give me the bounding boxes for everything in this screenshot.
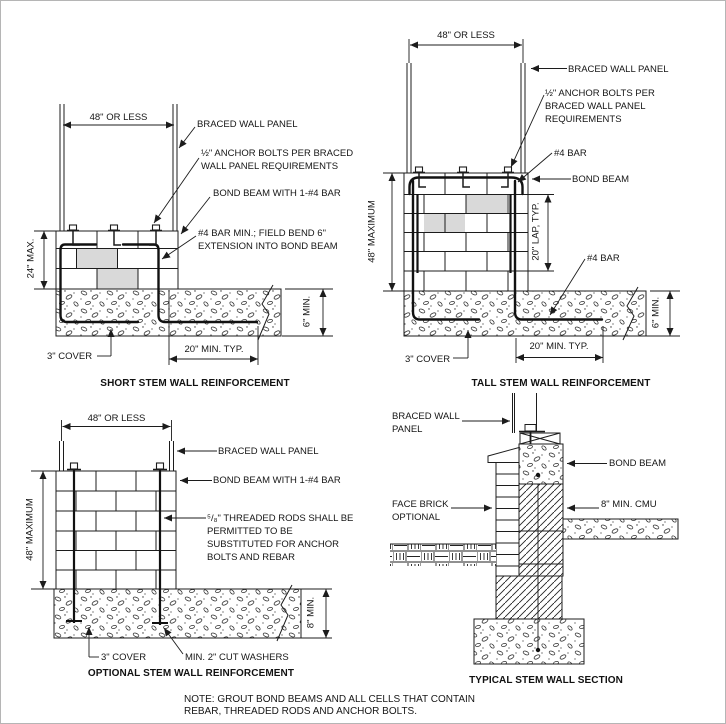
brick-cap [487, 446, 520, 463]
rod-heads [67, 462, 167, 471]
short-cover-dim: 3" COVER [47, 351, 93, 362]
footing [403, 290, 647, 337]
short-height-dim: 24" MAX. [25, 238, 37, 279]
footing [53, 588, 302, 639]
optional-threaded-rods-label: ⁵/₈" THREADED RODS SHALL BE PERMITTED TO… [207, 513, 354, 563]
tall-lap-dim: 20" LAP, TYP. [530, 202, 542, 261]
optional-panel-title: OPTIONAL STEM WALL REINFORCEMENT [87, 668, 295, 679]
leaders [453, 65, 586, 359]
tall-panel-title: TALL STEM WALL REINFORCEMENT [471, 378, 651, 389]
tall-height-dim: 48" MAXIMUM [366, 200, 378, 263]
short-stem-wall-drawing [34, 104, 333, 365]
typical-bond-beam-label: BOND BEAM [609, 458, 667, 469]
optional-braced-wall-panel-label: BRACED WALL PANEL [218, 446, 319, 457]
bolt-nut [524, 424, 537, 432]
face-brick [495, 462, 520, 577]
tall-stem-wall-drawing [383, 39, 680, 363]
leaders [97, 126, 211, 357]
brick-courses [496, 473, 519, 567]
optional-bond-beam-label: BOND BEAM WITH 1-#4 BAR [213, 475, 341, 486]
braced-wall-panel-studs [406, 63, 526, 173]
dim-20-lap [528, 194, 554, 272]
threaded-rods [72, 468, 162, 625]
optional-footing-depth-dim: 8" MIN. [305, 596, 317, 629]
block-courses [404, 173, 528, 291]
figure-note-line1: NOTE: GROUT BOND BEAMS AND ALL CELLS THA… [184, 694, 475, 705]
break-line [622, 286, 639, 341]
dim-48-maximum [383, 172, 404, 292]
leaders [85, 447, 217, 658]
typical-cmu-label: 8" MIN. CMU [601, 499, 657, 510]
dim-8-min [293, 588, 332, 639]
typical-stem-wall-section-drawing [390, 393, 679, 665]
short-bond-beam-label: BOND BEAM WITH 1-#4 BAR [213, 188, 341, 199]
cmu-wall [518, 483, 564, 577]
tall-extension-dim: 20" MIN. TYP. [529, 341, 589, 352]
short-bar-label: #4 BAR MIN.; FIELD BEND 6" EXTENSION INT… [198, 228, 338, 252]
tall-width-dim: 48" OR LESS [437, 30, 495, 41]
anchor-bolts [413, 166, 514, 188]
tall-bar-top-label: #4 BAR [554, 148, 587, 159]
braced-wall-panel-studs [59, 441, 174, 471]
optional-cover-dim: 3" COVER [101, 652, 147, 663]
dim-20-min-typ [168, 290, 259, 365]
short-footing-depth-dim: 6" MIN. [301, 295, 313, 328]
footing [55, 288, 282, 337]
cmu-below-grade [495, 575, 563, 620]
dim-24-max [34, 230, 56, 290]
optional-width-dim: 48" OR LESS [87, 413, 146, 424]
rebar-left [59, 243, 140, 324]
footing [473, 618, 585, 665]
short-extension-dim: 20" MIN. TYP. [184, 344, 244, 355]
leaders [451, 417, 607, 512]
braced-wall-panel-studs [59, 104, 178, 231]
dim-48-maximum [31, 470, 56, 590]
figure-note-line2: REBAR, THREADED RODS AND ANCHOR BOLTS. [184, 706, 418, 717]
typical-panel-title: TYPICAL STEM WALL SECTION [469, 675, 623, 686]
tall-cover-dim: 3" COVER [405, 354, 451, 365]
break-line [257, 284, 274, 341]
dim-6-min [282, 288, 333, 337]
block-courses [56, 471, 176, 589]
tall-braced-wall-panel-label: BRACED WALL PANEL [568, 64, 669, 75]
tall-bar-bottom-label: #4 BAR [587, 253, 620, 264]
short-panel-title: SHORT STEM WALL REINFORCEMENT [100, 378, 290, 389]
rebar-right [513, 179, 604, 321]
short-anchor-bolts-label: ½" ANCHOR BOLTS PER BRACED WALL PANEL RE… [201, 148, 354, 172]
bond-beam [518, 443, 564, 485]
cut-washers [66, 620, 168, 624]
typical-braced-wall-panel-label: BRACED WALL PANEL [392, 411, 460, 435]
optional-height-dim: 48" MAXIMUM [24, 498, 36, 561]
short-width-dim: 48" OR LESS [89, 112, 148, 123]
rebar-left [411, 179, 481, 321]
pavers [390, 544, 496, 566]
tall-bond-beam-label: BOND BEAM [572, 174, 630, 185]
break-line [276, 584, 293, 642]
slab [562, 518, 679, 540]
optional-washers-label: MIN. 2" CUT WASHERS [185, 652, 289, 663]
typical-face-brick-label: FACE BRICK OPTIONAL [392, 499, 449, 523]
bond-beam-bar [408, 176, 524, 196]
anchor-bolts [67, 224, 162, 246]
dim-6-min [641, 290, 680, 337]
short-braced-wall-panel-label: BRACED WALL PANEL [197, 119, 298, 130]
tall-anchor-bolts-label: ½" ANCHOR BOLTS PER BRACED WALL PANEL RE… [545, 88, 655, 125]
tall-footing-depth-dim: 6" MIN. [650, 296, 662, 329]
dim-20-min-typ [515, 326, 604, 363]
optional-stem-wall-drawing [31, 420, 332, 658]
lap-bars [416, 194, 512, 273]
